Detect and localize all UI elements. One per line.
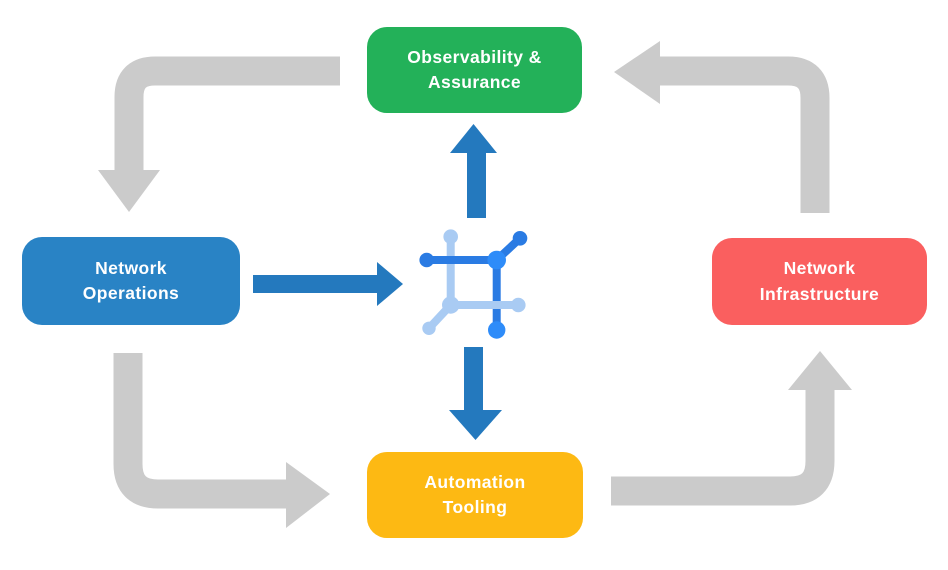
node-label-line: Automation xyxy=(424,471,526,492)
node-label-line: Observability & xyxy=(407,46,542,67)
node-label-line: Tooling xyxy=(442,497,508,517)
arrow-automation-to-infrastructure xyxy=(611,351,852,506)
node-automation-tooling: Automation Tooling xyxy=(367,452,583,538)
node-label-line: Operations xyxy=(82,283,180,303)
node-label-line: Assurance xyxy=(427,72,522,92)
arrow-operations-to-center xyxy=(253,262,403,306)
node-network-operations: Network Operations xyxy=(22,237,240,325)
node-label-line: Network xyxy=(95,257,167,278)
node-network-infrastructure: Network Infrastructure xyxy=(712,238,927,325)
network-mesh-icon xyxy=(412,222,542,347)
node-label-line: Network xyxy=(783,258,856,279)
arrow-center-to-observability xyxy=(450,124,497,218)
arrow-observability-to-operations xyxy=(98,56,340,212)
arrow-center-to-automation xyxy=(449,347,502,440)
node-observability-assurance: Observability & Assurance xyxy=(367,27,582,113)
arrow-infrastructure-to-observability xyxy=(614,41,830,213)
arrow-operations-to-automation xyxy=(113,353,330,528)
node-label-line: Infrastructure xyxy=(759,283,880,304)
